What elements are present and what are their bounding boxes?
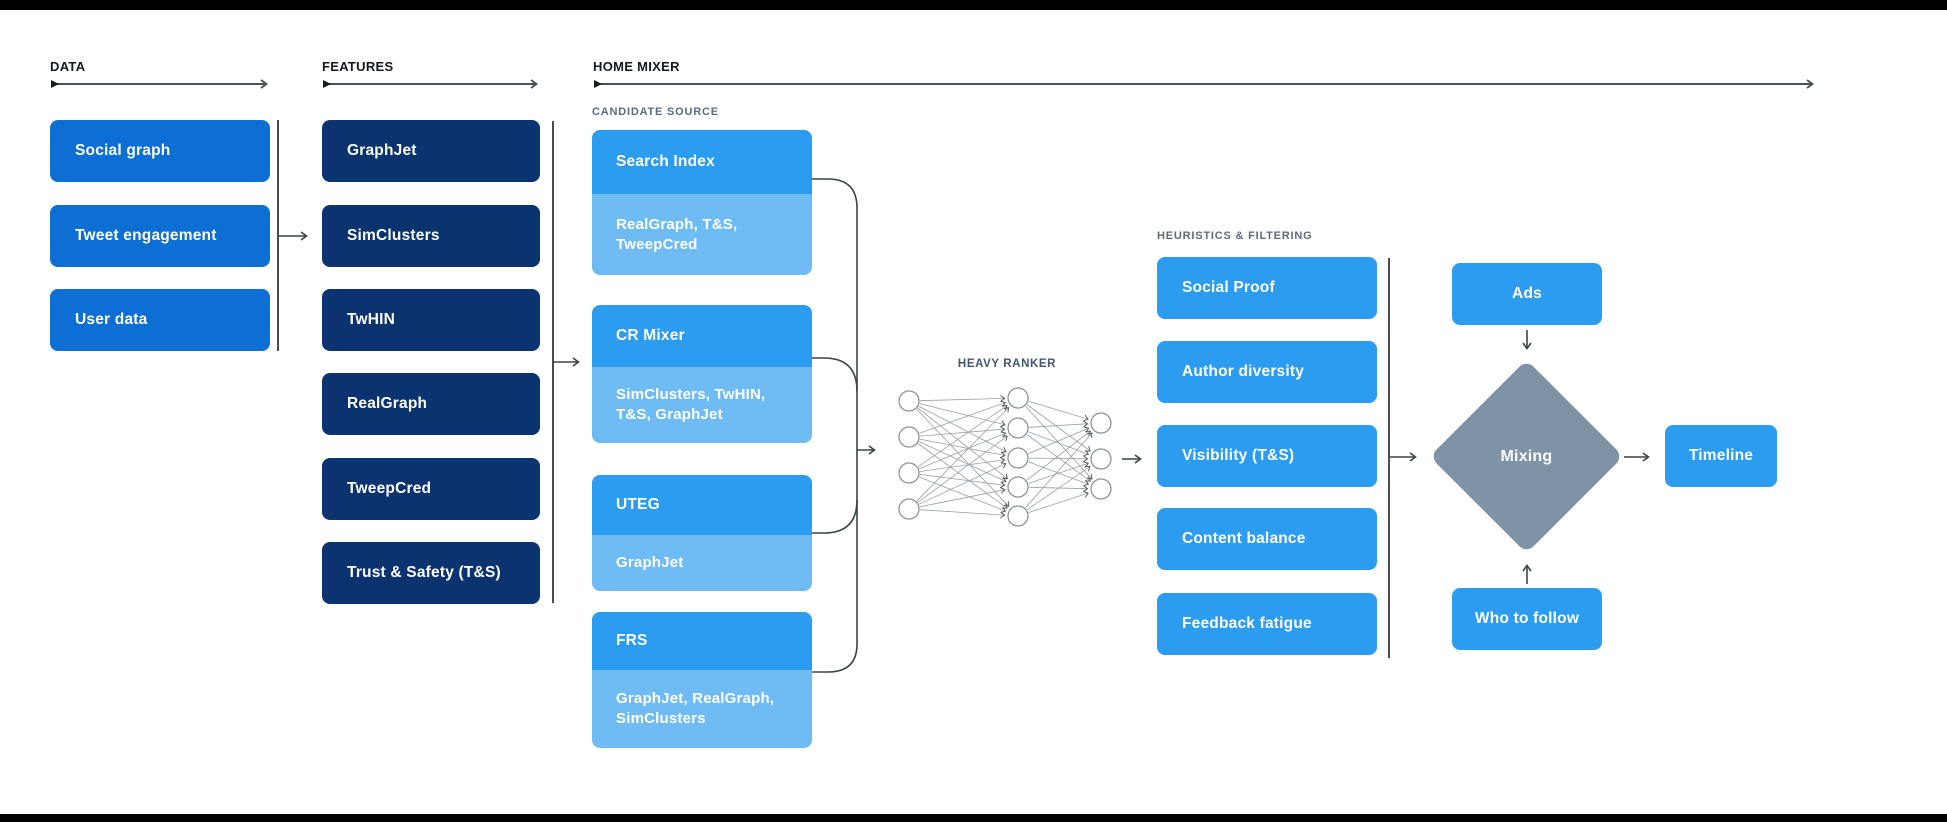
neural-network-graphic [898,387,1112,527]
candidate-group-search-index: Search Index RealGraph, T&S, TweepCred [592,130,812,275]
candidate-group-frs: FRS GraphJet, RealGraph, SimClusters [592,612,812,748]
heuristic-box-content-balance: Content balance [1157,508,1377,570]
candidate-title: UTEG [592,475,812,535]
timeline-box: Timeline [1665,425,1777,487]
section-label-home-mixer: HOME MIXER [593,59,680,74]
feature-box-simclusters: SimClusters [322,205,540,267]
top-black-bar [0,0,1947,10]
feature-box-graphjet: GraphJet [322,120,540,182]
candidate-title: Search Index [592,130,812,194]
data-box-social-graph: Social graph [50,120,270,182]
mixing-diamond: Mixing [1429,359,1624,554]
candidate-group-uteg: UTEG GraphJet [592,475,812,591]
heuristic-box-feedback-fatigue: Feedback fatigue [1157,593,1377,655]
feature-box-twhin: TwHIN [322,289,540,351]
data-box-tweet-engagement: Tweet engagement [50,205,270,267]
candidate-title: FRS [592,612,812,670]
heuristics-filtering-label: HEURISTICS & FILTERING [1157,230,1313,242]
feature-box-trust-safety: Trust & Safety (T&S) [322,542,540,604]
candidate-deps: SimClusters, TwHIN, T&S, GraphJet [592,367,812,443]
candidate-deps: GraphJet, RealGraph, SimClusters [592,670,812,748]
heuristic-box-visibility: Visibility (T&S) [1157,425,1377,487]
data-box-user-data: User data [50,289,270,351]
section-label-features: FEATURES [322,59,394,74]
feature-box-tweepcred: TweepCred [322,458,540,520]
candidate-title: CR Mixer [592,305,812,367]
section-label-data: DATA [50,59,86,74]
candidate-source-label: CANDIDATE SOURCE [592,106,719,118]
feature-box-realgraph: RealGraph [322,373,540,435]
who-to-follow-box: Who to follow [1452,588,1602,650]
mixing-diamond-label: Mixing [1500,447,1553,465]
candidate-group-cr-mixer: CR Mixer SimClusters, TwHIN, T&S, GraphJ… [592,305,812,443]
bottom-black-bar [0,814,1947,822]
heavy-ranker-label: HEAVY RANKER [957,358,1057,370]
heuristic-box-social-proof: Social Proof [1157,257,1377,319]
candidate-merge-connectors [812,178,858,673]
candidate-deps: RealGraph, T&S, TweepCred [592,194,812,275]
candidate-deps: GraphJet [592,535,812,591]
heuristic-box-author-diversity: Author diversity [1157,341,1377,403]
ads-box: Ads [1452,263,1602,325]
